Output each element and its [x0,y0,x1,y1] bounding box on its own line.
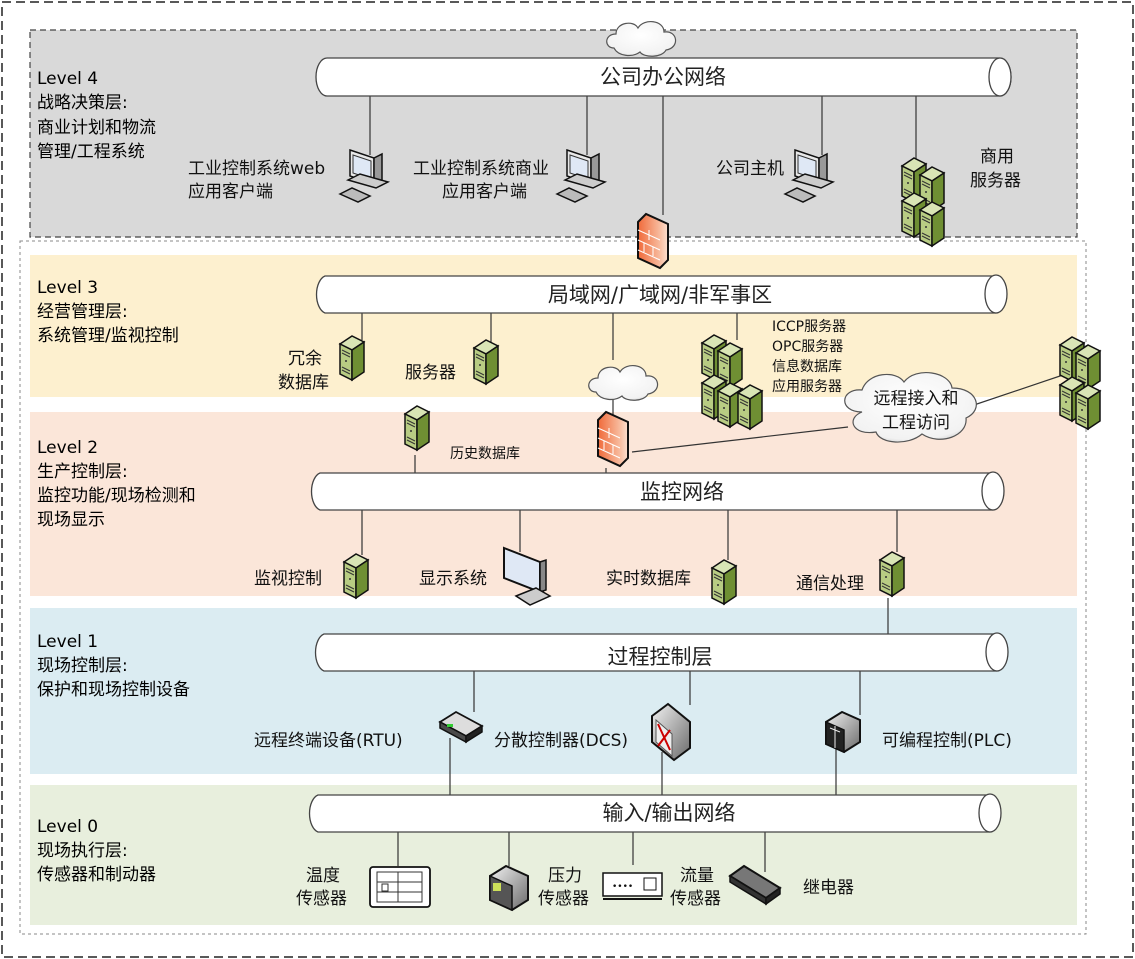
bus-process-label: 过程控制层 [608,645,713,669]
level2-label: Level 2 生产控制层: 监控功能/现场检测和 现场显示 [37,438,196,530]
level1-title: Level 1 [37,632,98,652]
dcs-switch-icon [651,702,691,762]
level3-label: Level 3 经营管理层: 系统管理/监视控制 [37,278,179,346]
connection-lines [361,96,1064,872]
level2-desc-3: 现场显示 [37,510,105,530]
level0-label: Level 0 现场执行层: 传感器和制动器 [37,817,156,885]
level0-desc-2: 传感器和制动器 [37,865,156,885]
bus-io: 输入/输出网络 [308,793,1002,833]
web-client-label-2: 应用客户端 [188,182,273,202]
app-server-label: 应用服务器 [772,378,842,395]
pressure-sensor-icon [489,864,529,912]
remote-server-stack-icon [1059,336,1101,430]
redundant-db-label-1: 冗余 [288,349,322,369]
biz-server-label-1: 商用 [980,147,1014,167]
web-client-label-1: 工业控制系统web [188,159,325,179]
comm-server-icon [879,551,905,597]
bus-lan-label: 局域网/广域网/非军事区 [548,283,772,307]
relay-device-icon [728,864,782,906]
biz-client-label-2: 应用客户端 [442,182,527,202]
level3-desc-1: 经营管理层: [37,302,128,322]
rtu-label: 远程终端设备(RTU) [254,731,403,751]
biz-server-label-2: 服务器 [970,171,1021,191]
display-label: 显示系统 [419,569,487,589]
iccp-server-label: ICCP服务器 [772,319,846,335]
redundant-db-server-icon [339,335,365,381]
bus-io-label: 输入/输出网络 [602,801,735,825]
firewall-icon-upper [637,213,669,269]
firewall-icon-lower [597,411,629,467]
relay-label: 继电器 [803,878,854,898]
supervisory-control-server-icon [343,553,369,599]
comm-label: 通信处理 [796,574,864,594]
temp-sensor-label-2: 传感器 [296,889,347,909]
plc-device-icon [825,710,861,754]
pressure-sensor-label-2: 传感器 [538,889,589,909]
level0-desc-1: 现场执行层: [37,841,128,861]
level2-desc-1: 生产控制层: [37,462,128,482]
server-icon [473,339,499,385]
internet-cloud-icon [606,20,677,57]
bus-supervisory: 监控网络 [310,471,1005,511]
remote-access-cloud-icon [844,372,977,443]
opc-server-label: OPC服务器 [772,339,843,355]
remote-access-label-1: 远程接入和 [874,389,959,409]
level1-desc-1: 现场控制层: [37,656,128,676]
display-monitor-icon [503,546,552,606]
level4-desc-3: 管理/工程系统 [37,142,145,162]
level4-desc-1: 战略决策层: [37,93,128,113]
biz-client-label-1: 工业控制系统商业 [413,159,549,179]
level3-desc-2: 系统管理/监视控制 [37,326,179,346]
level4-desc-2: 商业计划和物流 [37,118,156,138]
server-label: 服务器 [405,363,456,383]
info-db-label: 信息数据库 [772,358,842,375]
svg-text:••••: •••• [612,882,633,892]
biz-server-stack-icon [901,157,945,247]
rtu-device-icon [438,710,484,744]
level1-label: Level 1 现场控制层: 保护和现场控制设备 [37,632,190,700]
corp-host-label: 公司主机 [716,159,784,179]
flow-sensor-icon: •••• [602,872,663,900]
bus-supervisory-label: 监控网络 [640,480,724,504]
level2-title: Level 2 [37,438,98,458]
level1-desc-2: 保护和现场控制设备 [37,680,190,700]
level4-label: Level 4 战略决策层: 商业计划和物流 管理/工程系统 [37,69,156,162]
remote-access-label-2: 工程访问 [882,413,950,433]
temperature-sensor-icon [369,866,431,908]
temp-sensor-label-1: 温度 [306,866,340,886]
bus-lan: 局域网/广域网/非军事区 [315,274,1008,314]
historian-label: 历史数据库 [450,446,520,462]
realtime-db-server-icon [711,559,737,605]
flow-sensor-label-1: 流量 [680,866,714,886]
dcs-label: 分散控制器(DCS) [494,731,628,751]
level0-title: Level 0 [37,817,98,837]
bus-process: 过程控制层 [314,632,1009,672]
plc-label: 可编程控制(PLC) [882,731,1012,751]
bus-office-label: 公司办公网络 [600,65,726,89]
realtime-db-label: 实时数据库 [606,569,691,589]
redundant-db-label-2: 数据库 [278,373,329,393]
level3-title: Level 3 [37,278,98,298]
level2-desc-2: 监控功能/现场检测和 [37,486,196,506]
control-system-boundary [19,240,1087,935]
supervisory-control-label: 监视控制 [254,569,322,589]
pressure-sensor-label-1: 压力 [548,866,582,886]
flow-sensor-label-2: 传感器 [670,889,721,909]
level4-title: Level 4 [37,69,98,89]
bus-office: 公司办公网络 [315,57,1012,97]
historian-server-icon [404,405,430,451]
